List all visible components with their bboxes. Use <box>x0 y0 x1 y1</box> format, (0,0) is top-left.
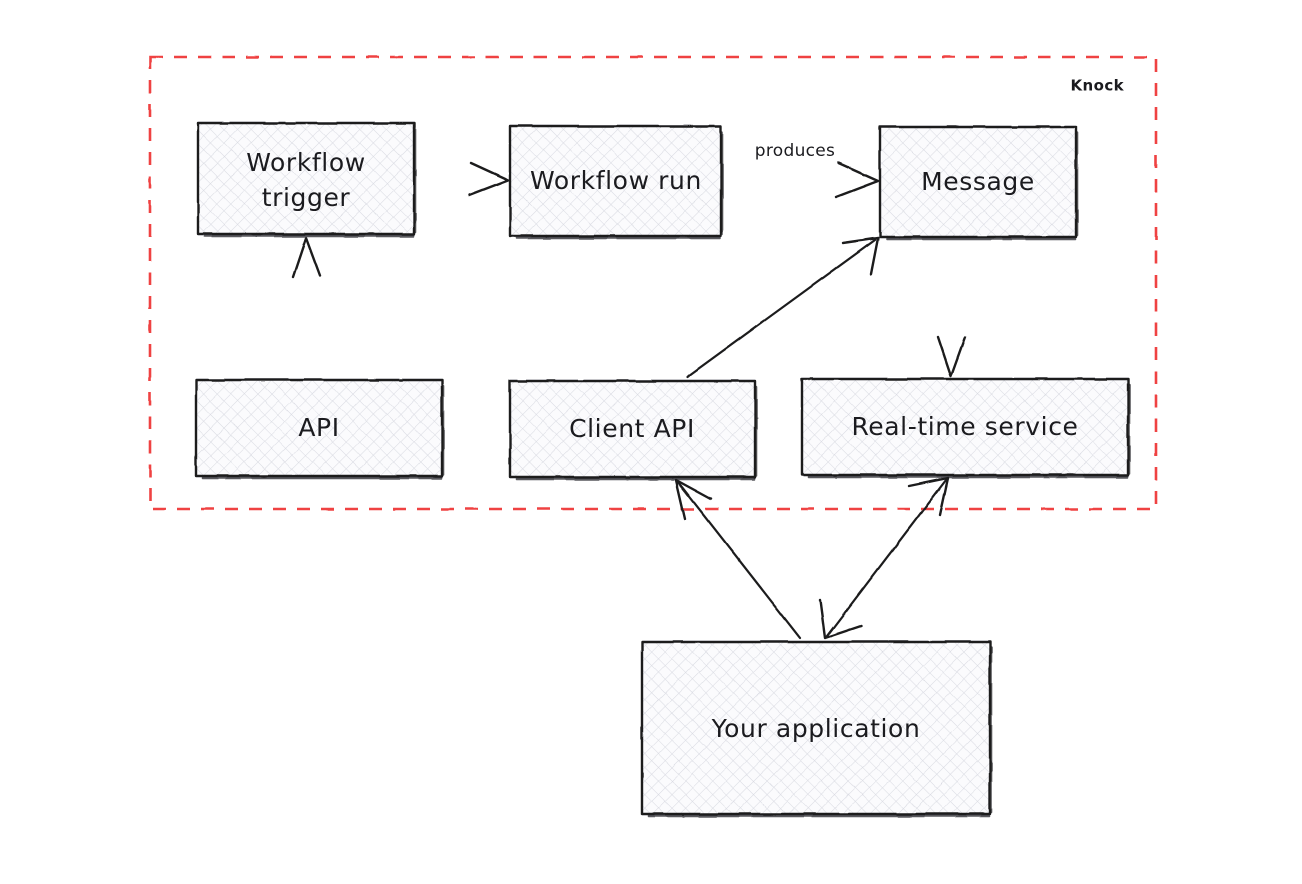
edge-api-to-trigger-arrowhead <box>291 236 322 279</box>
edge-app-to-client-api-arrowhead <box>674 478 713 521</box>
workflow-run-label: Workflow run <box>530 166 702 195</box>
node-your-application[interactable]: Your application <box>640 640 993 818</box>
client-api-label: Client API <box>569 414 695 443</box>
node-workflow-trigger[interactable]: Workflow trigger <box>196 121 417 238</box>
edge-realtime-app-arrowhead-down <box>818 598 863 640</box>
node-client-api[interactable]: Client API <box>508 379 758 481</box>
node-message[interactable]: Message <box>878 125 1079 241</box>
node-workflow-run[interactable]: Workflow run <box>508 124 724 240</box>
node-real-time-service[interactable]: Real-time service <box>800 377 1131 479</box>
edge-client-api-to-message-line <box>685 238 877 379</box>
edge-trigger-to-run <box>414 161 510 197</box>
edge-api-to-trigger <box>291 236 322 379</box>
client-api-box <box>508 379 757 479</box>
knock-boundary-rect <box>148 55 1158 511</box>
edge-message-to-realtime-arrowhead <box>936 335 967 378</box>
api-box <box>194 378 444 478</box>
workflow-trigger-label-line2: trigger <box>262 183 351 212</box>
workflow-trigger-box <box>196 121 416 236</box>
your-application-box <box>640 640 992 816</box>
message-label: Message <box>921 167 1035 196</box>
edge-label-produces: produces <box>755 141 835 161</box>
knock-boundary-group: Knock <box>148 55 1158 511</box>
real-time-service-label: Real-time service <box>851 412 1078 441</box>
knock-boundary-label: Knock <box>1071 77 1125 95</box>
edge-app-to-client-api-line <box>676 480 802 640</box>
edge-run-to-message: produces <box>721 141 880 199</box>
edge-run-to-message-arrowhead <box>834 161 880 199</box>
edge-realtime-app-line <box>825 478 948 638</box>
edge-app-to-client-api <box>674 478 802 640</box>
edge-realtime-app <box>818 476 950 640</box>
your-application-label: Your application <box>711 714 921 743</box>
edge-trigger-to-run-arrowhead <box>467 161 510 197</box>
workflow-run-box <box>508 124 723 238</box>
node-api[interactable]: API <box>194 378 445 480</box>
edge-client-api-to-message <box>685 236 880 379</box>
real-time-service-box <box>800 377 1130 477</box>
api-label: API <box>298 413 339 442</box>
edge-message-to-realtime <box>936 239 967 378</box>
edge-realtime-app-arrowhead-up <box>907 476 950 517</box>
workflow-trigger-label-line1: Workflow <box>246 148 366 177</box>
message-box <box>878 125 1078 239</box>
edge-client-api-to-message-arrowhead <box>841 236 880 276</box>
